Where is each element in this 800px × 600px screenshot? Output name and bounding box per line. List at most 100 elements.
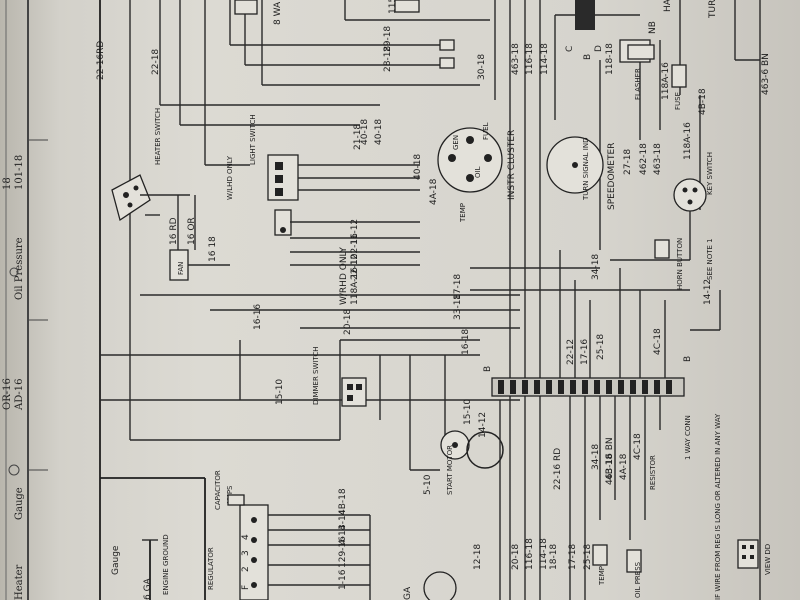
label-16-18-fan: 16 18	[208, 236, 218, 262]
left-margin: Heater AD-16 OR-16 Oil Pressure 101-18 1…	[2, 0, 48, 600]
label-16or: 16 OR	[187, 217, 197, 245]
label-21-18: 21-18	[353, 124, 363, 150]
margin-101-18: 101-18	[14, 155, 25, 190]
margin-bullet	[9, 267, 19, 277]
label-w-lhd-only: W/LHD ONLY	[226, 155, 234, 200]
label-20-18b: 20-18	[511, 544, 521, 570]
light-switch-group: LIGHT SWITCH W/LHD ONLY	[226, 114, 420, 266]
label-4a-18: 4A-18	[429, 178, 439, 205]
label-16-16: 16-16	[253, 304, 263, 330]
label-15-10b: 15-10	[463, 399, 473, 425]
margin-bullet	[8, 464, 20, 476]
label-gauge-glyph: Gauge	[111, 545, 121, 575]
label-ha: HA	[663, 0, 673, 12]
label-17-16: 17-16	[580, 339, 590, 365]
label-turn: TURN	[708, 0, 718, 19]
label-18-18: 18-18	[549, 544, 559, 570]
label-fan: FAN	[177, 262, 185, 275]
label-463-18b: 463-18	[653, 143, 663, 175]
flasher-fuse: FLASHER FUSE B	[583, 44, 687, 110]
label-gen: GEN	[452, 135, 460, 150]
label-key-switch: KEY SWITCH	[706, 152, 714, 195]
junction-block: B B 1 WAY CONN 22-12 17-16 25-18 4C-18	[483, 250, 693, 460]
label-114-18: 114-18	[540, 43, 550, 75]
label-116-18: 116-18	[525, 43, 535, 75]
label-oil: OIL	[474, 166, 482, 178]
label-4c-18: 4C-18	[653, 328, 663, 355]
label-engine-ground: ENGINE GROUND	[162, 534, 170, 595]
label-115-18: 115-18	[388, 0, 398, 14]
margin-18: 18	[2, 177, 13, 190]
label-102-16: 102-16	[350, 233, 360, 265]
label-22-16rd-top: 22-16RD	[96, 41, 106, 80]
label-footnote: IF WIRE FROM REG IS LONG OR ALTERED IN A…	[714, 413, 722, 600]
label-40-18a: 40-18	[360, 119, 370, 145]
label-heater-switch: HEATER SWITCH	[154, 108, 162, 165]
view-dd-group: VIEW DD IF WIRE FROM REG IS LONG OR ALTE…	[714, 413, 772, 600]
light-switch-labels: 40-18 40-18 40-18 4A-18 11-12 102-16 22-…	[350, 119, 439, 305]
label-11-12: 11-12	[350, 219, 360, 245]
label-turn-signal-ind: TURN SIGNAL IND	[582, 138, 590, 202]
label-22-18: 22-18	[151, 49, 161, 75]
label-instr-cluster: INSTR CLUSTER	[507, 130, 517, 200]
label-4a-18b: 4A-18	[619, 453, 629, 480]
label-16-18: 16-18	[461, 329, 471, 355]
margin-gauge: Gauge	[14, 487, 25, 520]
label-15-10: 15-10	[275, 379, 285, 405]
label-capacitor: CAPACITOR	[214, 470, 222, 510]
label-25-18: 25-18	[596, 334, 606, 360]
label-22-12: 22-12	[350, 254, 360, 280]
top-wire-labels: 22-16RD 22-18 29-18 28-18 30-18 21-18 46…	[96, 26, 771, 160]
label-flasher: FLASHER	[634, 68, 642, 100]
mid-harness: 16-16 20-18 16-18 15-10 15-10 17-18 33-1…	[100, 247, 690, 440]
label-118a-16-left: 118A-16	[350, 267, 360, 305]
label-17-18b: 17-18	[568, 544, 578, 570]
margin-oil-pressure: Oil Pressure	[14, 237, 25, 300]
label-d: D	[594, 45, 604, 52]
label-463-6bn: 463-6 BN	[761, 53, 771, 95]
label-ga: GA	[403, 586, 413, 600]
label-horn-button: HORN BUTTON	[676, 238, 684, 290]
label-129-16: 129-16	[338, 536, 348, 568]
label-reg-2: 2	[241, 566, 251, 572]
label-34-18b: 34-18	[591, 444, 601, 470]
label-3-14: 3-14	[338, 509, 348, 530]
regulator-group: 4 3 2 F REGULATOR CAPACITOR AMPS 4B-18 3…	[207, 470, 371, 600]
lower-wire-labels: 22-16 RD 34-18 463-16 BN 4A-18 4B 18 4C-…	[473, 396, 661, 600]
label-8wa: 8 WA	[273, 1, 283, 25]
label-34-18: 34-18	[591, 254, 601, 280]
label-29-18: 29-18	[383, 26, 393, 52]
label-4b-18b: 4B 18	[605, 454, 615, 480]
label-22-16rd: 22-16 RD	[553, 448, 563, 490]
label-4b-18c: 4B-18	[338, 488, 348, 515]
label-view-dd: VIEW DD	[764, 544, 772, 575]
label-116-18b: 116-18	[525, 538, 535, 570]
label-4c-18b: 4C-18	[633, 433, 643, 460]
label-resistor: RESISTOR	[649, 455, 657, 490]
label-33-18: 33-18	[453, 294, 463, 320]
label-start-motor: START MOTOR	[446, 445, 454, 495]
engine-ground-group: ENGINE GROUND 6 GA Gauge GA	[111, 534, 457, 600]
label-regulator: REGULATOR	[207, 547, 215, 590]
label-speedometer: SPEEDOMETER	[607, 143, 617, 210]
label-light-switch: LIGHT SWITCH	[249, 114, 257, 165]
dimmer-switch-group: DIMMER SWITCH	[312, 347, 367, 407]
label-w-rhd-only: W/RHD ONLY	[339, 247, 349, 305]
label-114-18b: 114-18	[539, 538, 549, 570]
label-b-right: B	[683, 356, 693, 362]
start-motor-group: START MOTOR 5-10	[409, 430, 504, 495]
label-4b-18: 4B-18	[698, 88, 708, 115]
label-12-18: 12-18	[473, 544, 483, 570]
label-118-18: 118-18	[605, 43, 615, 75]
label-16rd: 16 RD	[169, 217, 179, 245]
label-462-18: 462-18	[639, 143, 649, 175]
label-b-left: B	[483, 366, 493, 372]
label-6ga: 6 GA	[143, 577, 153, 600]
label-4-14: 4-14	[338, 524, 348, 545]
label-14-12: 14-12	[703, 279, 713, 305]
key-switch-group: KEY SWITCH SEE NOTE 1	[610, 152, 714, 280]
label-118a-16: 118A-16	[661, 62, 671, 100]
